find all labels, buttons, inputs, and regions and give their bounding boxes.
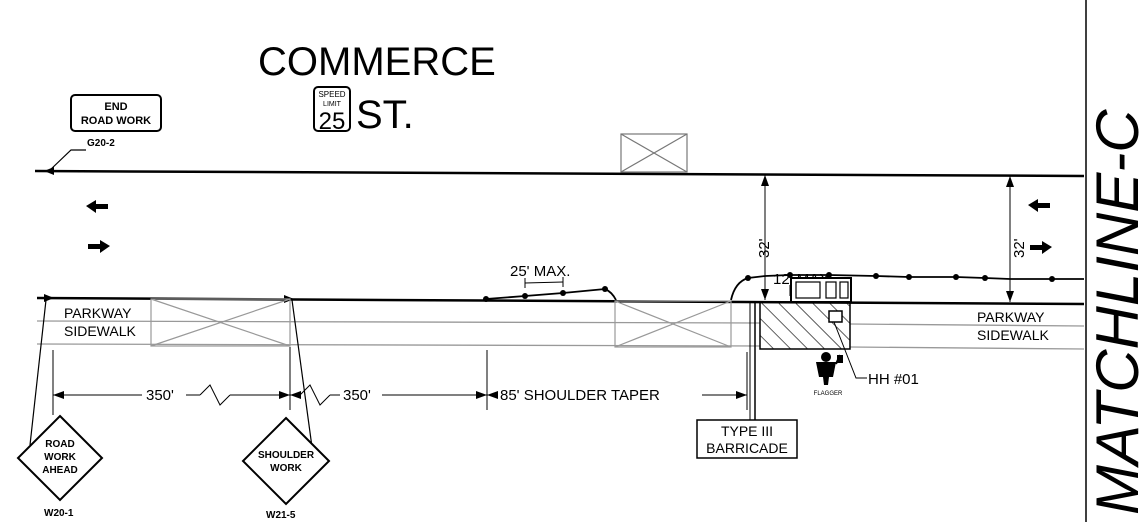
arrow-right-east-icon bbox=[1030, 241, 1052, 254]
end-sign-code: G20-2 bbox=[87, 138, 115, 149]
road-edge-end-arrow bbox=[44, 167, 54, 175]
matchline-label: MATCHLINE-C bbox=[1084, 109, 1144, 515]
work-vehicle-icon bbox=[790, 277, 852, 303]
work-zone-cones bbox=[730, 272, 1084, 301]
parkway-left-line1: PARKWAY bbox=[64, 305, 132, 321]
crossed-box-top bbox=[620, 133, 688, 173]
dimension-25-max: 25' MAX. bbox=[510, 263, 570, 288]
flagger-icon bbox=[816, 352, 843, 385]
road-edge-top bbox=[34, 169, 1085, 178]
crossed-box-parkway-left bbox=[150, 298, 291, 347]
shoulder-work-sign: SHOULDER WORK W21-5 bbox=[241, 416, 331, 521]
distance-dimension-chain: 350' 350' 85' SHOULDER TAPER bbox=[52, 347, 748, 415]
shoulder-work-leader bbox=[291, 299, 313, 448]
dimension-width-right: 32' bbox=[1006, 176, 1028, 302]
sw-line2: WORK bbox=[270, 463, 302, 474]
rwa-line2: WORK bbox=[44, 452, 76, 463]
barricade-line1: TYPE III bbox=[721, 423, 773, 439]
taper-label: 85' SHOULDER TAPER bbox=[500, 387, 660, 404]
speed-sign-middle: LIMIT bbox=[323, 101, 342, 108]
end-sign-line2: ROAD WORK bbox=[81, 115, 151, 127]
handhole-label: HH #01 bbox=[868, 371, 919, 388]
shoulder-taper-cones bbox=[483, 286, 617, 302]
end-road-work-sign: END ROAD WORK G20-2 bbox=[48, 94, 162, 172]
arrow-left-west-icon bbox=[86, 200, 108, 213]
dim-width-right-label: 32' bbox=[1011, 238, 1028, 258]
arrow-left-east-icon bbox=[88, 240, 110, 253]
barricade-line2: BARRICADE bbox=[706, 440, 788, 456]
sw-line1: SHOULDER bbox=[258, 450, 315, 461]
road-work-ahead-leader bbox=[29, 299, 47, 446]
handhole-box bbox=[828, 310, 843, 323]
street-name-line1: COMMERCE bbox=[258, 40, 496, 84]
speed-limit-sign: SPEED LIMIT 25 bbox=[313, 86, 351, 135]
speed-sign-value: 25 bbox=[319, 108, 346, 135]
road-edge-arrow-left bbox=[44, 294, 54, 302]
arrow-right-west-icon bbox=[1028, 199, 1050, 212]
dimension-width-left: 32' bbox=[756, 175, 773, 300]
work-area-hatch bbox=[759, 301, 851, 350]
crossed-box-parkway-mid bbox=[614, 300, 732, 348]
parkway-left-line2: SIDEWALK bbox=[64, 323, 136, 339]
parkway-right-line1: PARKWAY bbox=[977, 309, 1045, 325]
flagger-label: FLAGGER bbox=[814, 391, 843, 397]
parkway-lines bbox=[36, 320, 1085, 350]
dim-350-a-label: 350' bbox=[146, 387, 174, 404]
dim-25-label: 25' MAX. bbox=[510, 263, 570, 280]
dim-width-left-label: 32' bbox=[756, 238, 773, 258]
street-name-line2: ST. bbox=[356, 93, 414, 137]
dim-350-b-label: 350' bbox=[343, 387, 371, 404]
rwa-code: W20-1 bbox=[44, 508, 74, 519]
rwa-line1: ROAD bbox=[45, 439, 74, 450]
rwa-line3: AHEAD bbox=[42, 465, 78, 476]
end-sign-line1: END bbox=[104, 101, 127, 113]
speed-sign-top: SPEED bbox=[318, 90, 345, 99]
road-work-ahead-sign: ROAD WORK AHEAD W20-1 bbox=[16, 414, 104, 519]
type-iii-barricade: TYPE III BARRICADE bbox=[696, 302, 798, 459]
parkway-right-line2: SIDEWALK bbox=[977, 327, 1049, 343]
sw-code: W21-5 bbox=[266, 510, 296, 521]
